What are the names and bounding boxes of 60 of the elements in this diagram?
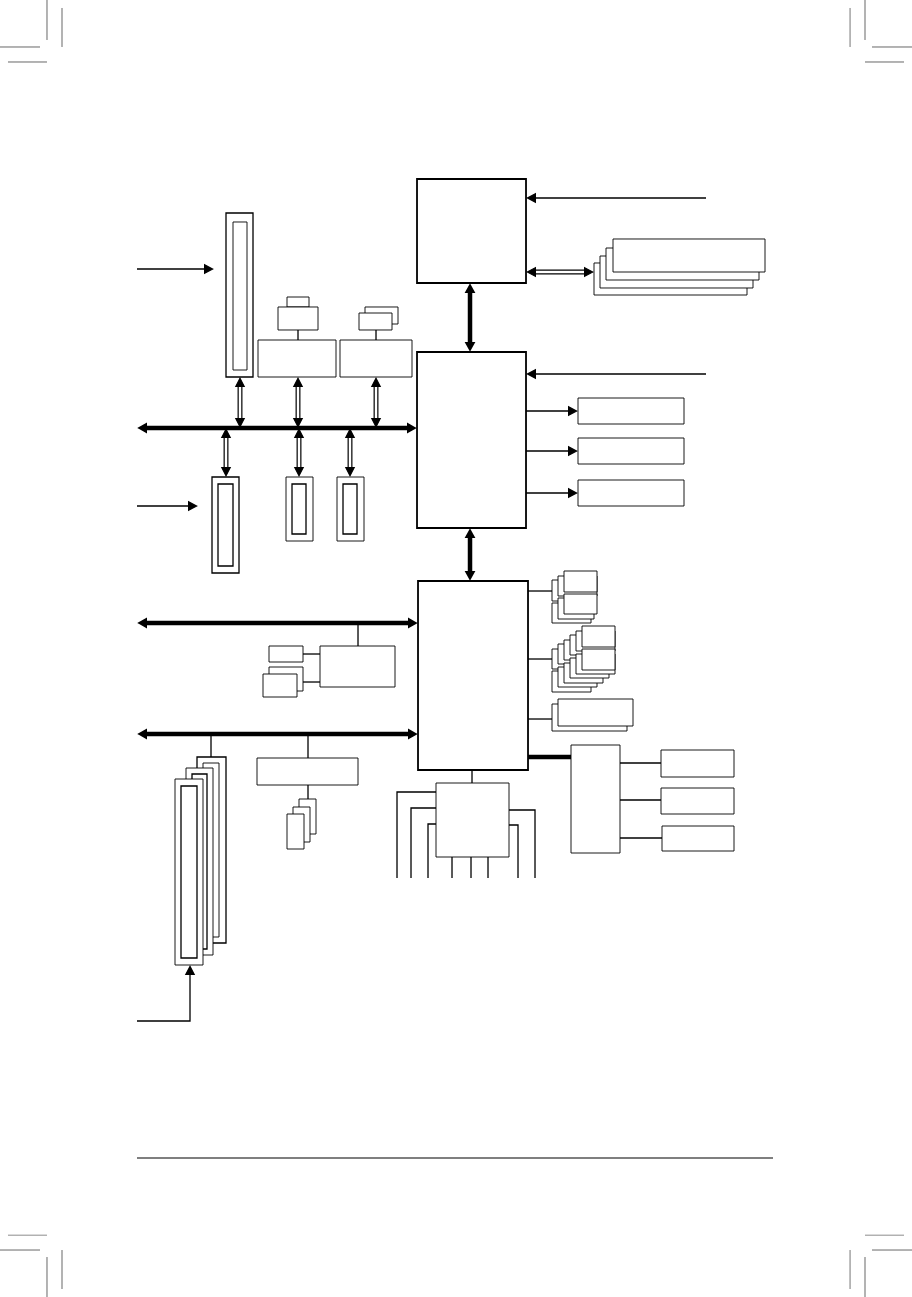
connector-line [487,856,489,879]
expansion-slot [285,476,314,542]
component-box [257,339,337,378]
component-box [577,479,685,507]
expansion-slot [225,212,254,378]
component-box [570,744,621,854]
component-box [577,397,685,425]
connector-line [302,681,321,683]
chipset-box [416,351,527,529]
component-box [660,787,735,815]
component-stack [551,570,598,624]
connector-line [527,658,553,660]
connector-line [471,769,473,784]
component-stack [551,698,634,732]
component-box [661,825,735,852]
component-stack [551,625,616,693]
connector-line [307,733,309,759]
connector-line [527,718,553,720]
memory-module-stack [593,238,766,296]
component-box [256,757,359,786]
bus-arrow [220,428,232,477]
processor-box [416,178,527,284]
connector-line [619,799,662,801]
component-box [577,437,685,465]
connector-line [375,329,377,341]
component-box [319,645,396,688]
arrow [526,266,594,278]
connector-line [508,809,536,879]
connector-line [508,824,519,879]
connector-line [451,856,453,879]
connector-line [470,856,472,879]
component-stack [358,306,399,331]
connector-line [297,329,299,341]
bus-arrow [293,428,305,477]
connector-line [427,823,437,879]
expansion-slot [336,476,365,542]
connector-line [357,622,359,647]
bus-arrow [234,377,246,428]
component-box [277,296,319,331]
connector-line [528,754,571,760]
chipset-box [417,580,529,771]
connector-line [527,590,553,592]
connector-line [302,653,321,655]
expansion-slot [211,476,240,574]
connector-line [619,837,663,839]
component-stack [286,798,317,850]
bus-arrow [370,377,382,428]
connector-line [396,791,437,879]
connector-line [307,784,309,800]
connector-line [210,733,212,758]
bus-arrow [292,377,304,428]
component-box [435,782,510,858]
component-stack [262,666,304,698]
expansion-slot-stack [174,756,227,966]
component-box [268,645,304,663]
connector-line [410,807,437,879]
bus-arrow [344,428,356,477]
connector-line [619,762,662,764]
component-box [660,749,735,778]
component-box [339,339,413,378]
